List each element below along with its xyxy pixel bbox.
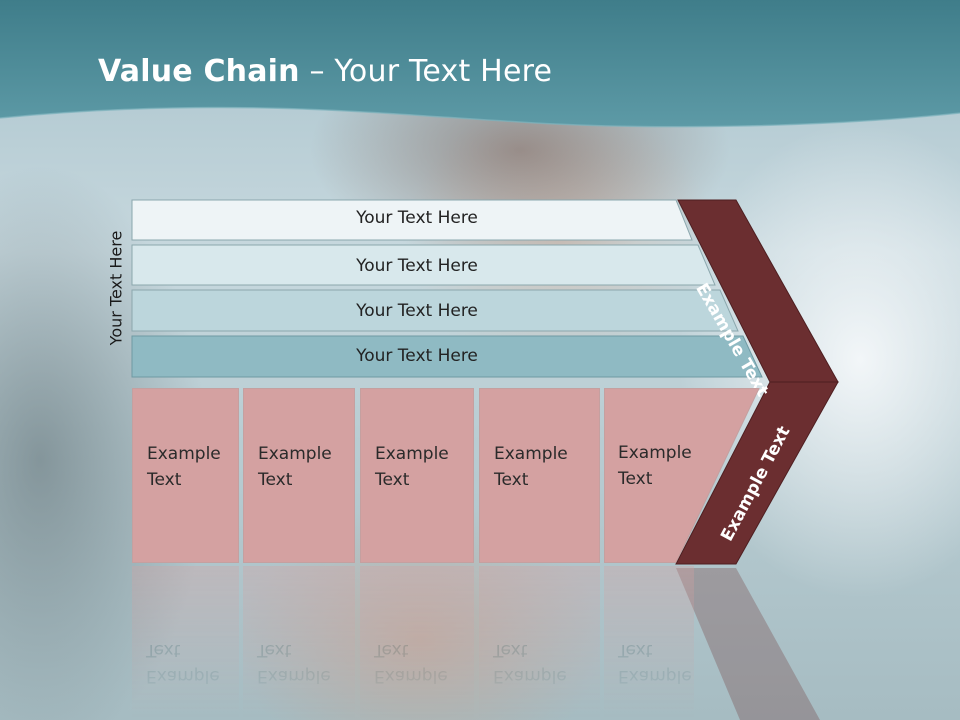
band-label-1: Your Text Here bbox=[356, 208, 478, 228]
band-3[interactable] bbox=[131, 289, 739, 332]
band-label-4: Your Text Here bbox=[356, 346, 478, 366]
chevron-reflection bbox=[676, 568, 820, 720]
header-banner bbox=[0, 0, 960, 128]
band-label-3: Your Text Here bbox=[356, 301, 478, 321]
title-rest: – Your Text Here bbox=[299, 54, 553, 89]
band-1[interactable] bbox=[131, 199, 693, 241]
chevron-lower[interactable] bbox=[675, 381, 839, 565]
activity-box-5-shape bbox=[604, 388, 760, 563]
band-4[interactable] bbox=[131, 335, 763, 378]
band-label-2: Your Text Here bbox=[356, 256, 478, 276]
band-2[interactable] bbox=[131, 244, 716, 286]
slide-title: Value Chain – Your Text Here bbox=[98, 54, 552, 89]
title-bold: Value Chain bbox=[98, 54, 300, 89]
